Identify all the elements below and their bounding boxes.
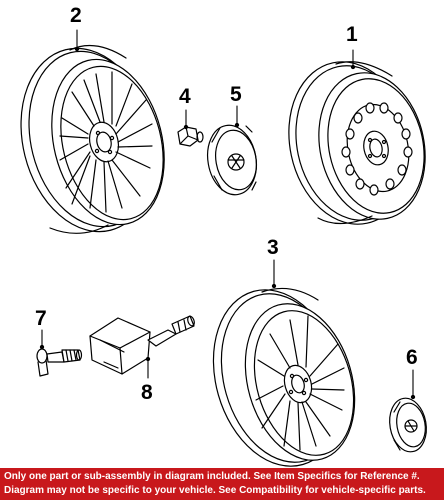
leader-dot-4 (183, 124, 189, 130)
leader-dot-8 (145, 356, 151, 362)
callout-3: 3 (267, 236, 279, 259)
callout-7: 7 (35, 307, 47, 330)
callout-6: 6 (406, 346, 418, 369)
callout-1: 1 (346, 23, 358, 46)
disclaimer-banner: Only one part or sub-assembly in diagram… (0, 468, 444, 500)
parts-diagram: 1 2 3 4 5 6 7 8 (20, 4, 427, 467)
callout-8: 8 (141, 381, 153, 404)
alloy-wheel-part-2 (20, 44, 165, 234)
disclaimer-line-2: Diagram may not be specific to your vehi… (4, 485, 426, 496)
lug-nut-part-4 (177, 126, 204, 147)
alloy-wheel-part-3 (212, 287, 356, 467)
callout-2: 2 (70, 4, 82, 27)
leader-dot-6 (410, 394, 416, 400)
center-cap-part-5 (206, 124, 258, 196)
tpms-sensor-part-8 (89, 315, 195, 375)
callout-5: 5 (230, 83, 242, 106)
leader-dot-5 (234, 122, 240, 128)
steel-wheel-part-1 (288, 61, 426, 225)
callout-4: 4 (179, 85, 191, 108)
valve-stem-part-7 (36, 348, 83, 377)
leader-dot-3 (271, 283, 277, 289)
leader-dot-7 (39, 344, 45, 350)
leader-dot-1 (350, 64, 356, 70)
leader-dot-2 (74, 46, 80, 52)
center-cap-part-6 (389, 397, 427, 453)
disclaimer-line-1: Only one part or sub-assembly in diagram… (4, 471, 420, 482)
